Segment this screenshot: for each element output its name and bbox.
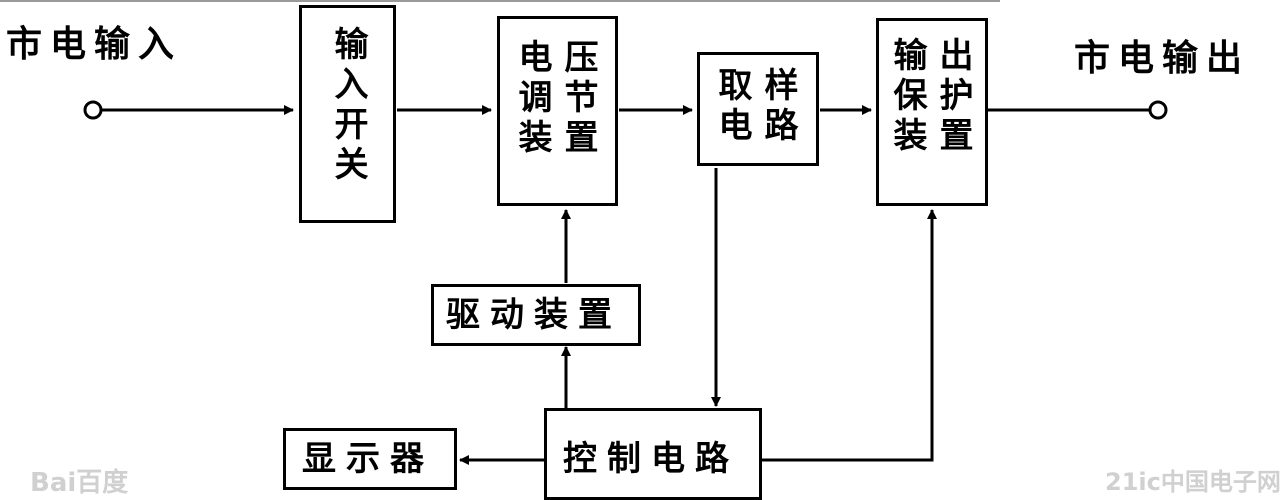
watermark-21ic: 21ic中国电子网: [1105, 468, 1281, 496]
output-terminal: [1148, 100, 1168, 120]
mains-input-label: 市电输入: [6, 23, 183, 65]
connection-wires: [83, 100, 1168, 465]
voltage-regulator-block: 压节置 电调装: [497, 16, 618, 206]
display-block: 显示器: [283, 428, 457, 490]
drive-device-block: 驱动装置: [431, 284, 641, 346]
input-switch-block: 输入开关: [299, 5, 396, 223]
output-protection-block: 出护置 输保装: [876, 18, 988, 206]
output-protection-text-left: 输保装: [887, 37, 927, 157]
top-border-line: [0, 0, 1000, 2]
mains-output-label: 市电输出: [1074, 37, 1251, 79]
sampling-circuit-text-left: 取电: [712, 67, 752, 147]
control-circuit-text: 控制电路: [563, 439, 739, 479]
wire-control-to-protection: [762, 210, 934, 462]
sampling-circuit-block: 样路 取电: [697, 52, 819, 166]
output-protection-text-right: 出护置: [933, 37, 973, 157]
voltage-regulator-text-right: 压节置: [558, 39, 598, 159]
watermark-baidu: Bai百度: [30, 468, 129, 498]
input-switch-text: 输入开关: [328, 26, 368, 186]
control-circuit-block: 控制电路: [544, 408, 762, 500]
sampling-circuit-text-right: 样路: [758, 67, 798, 147]
voltage-regulator-text-left: 电调装: [512, 39, 552, 159]
display-text: 显示器: [302, 439, 434, 479]
input-terminal: [83, 100, 103, 120]
drive-device-text: 驱动装置: [446, 295, 622, 335]
